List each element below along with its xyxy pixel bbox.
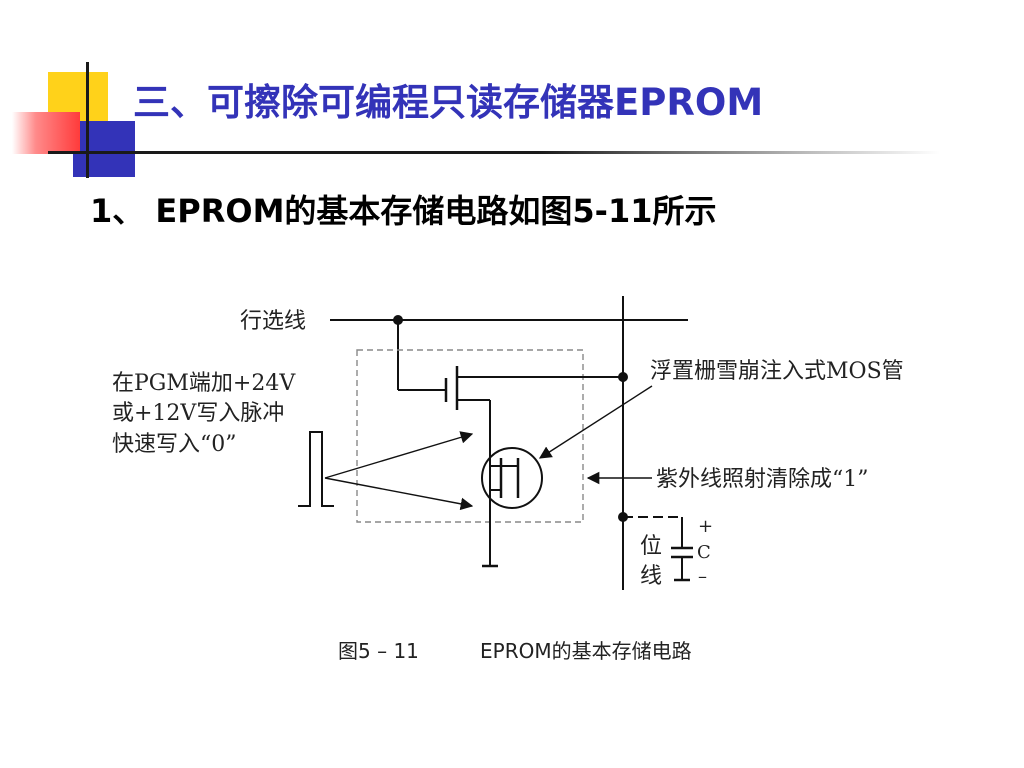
bitline-label-1: 位 <box>640 534 662 559</box>
figure-caption: EPROM的基本存储电路 <box>480 639 692 663</box>
decor-blue-square <box>73 121 135 177</box>
bitline-capacitor <box>623 516 693 582</box>
capacitor-plus-sign: + <box>698 516 713 537</box>
bit-line <box>618 296 628 590</box>
fgmos-label: 浮置栅雪崩注入式MOS管 <box>650 359 904 384</box>
write-note-line-1: 在PGM端加+24V <box>112 371 296 396</box>
capacitor-label: C <box>697 542 711 563</box>
bitline-label-2: 线 <box>640 564 662 589</box>
write-note-line-2: 或+12V写入脉冲 <box>112 401 284 426</box>
write-arrow-lower <box>324 477 474 511</box>
title-underline <box>48 151 940 154</box>
write-pulse-waveform <box>298 431 334 507</box>
decor-red-gradient <box>12 112 80 154</box>
fgmos-pointer-arrow <box>538 385 653 459</box>
row-line-label: 行选线 <box>240 309 306 334</box>
figure-number: 图5 – 11 <box>338 639 419 663</box>
slide-subtitle: 1、 EPROM的基本存储电路如图5-11所示 <box>90 192 717 230</box>
floating-gate-mos <box>481 447 543 568</box>
chip-boundary <box>356 349 584 523</box>
select-transistor <box>444 366 623 452</box>
write-arrow-upper <box>324 431 474 479</box>
uv-erase-label: 紫外线照射清除成“1” <box>656 467 869 492</box>
capacitor-minus-sign: – <box>698 566 707 587</box>
row-select-line <box>330 315 688 391</box>
slide-title: 三、可擦除可编程只读存储器EPROM <box>133 81 764 124</box>
decor-vertical-rule <box>86 62 89 178</box>
write-note-line-3: 快速写入“0” <box>112 432 237 457</box>
